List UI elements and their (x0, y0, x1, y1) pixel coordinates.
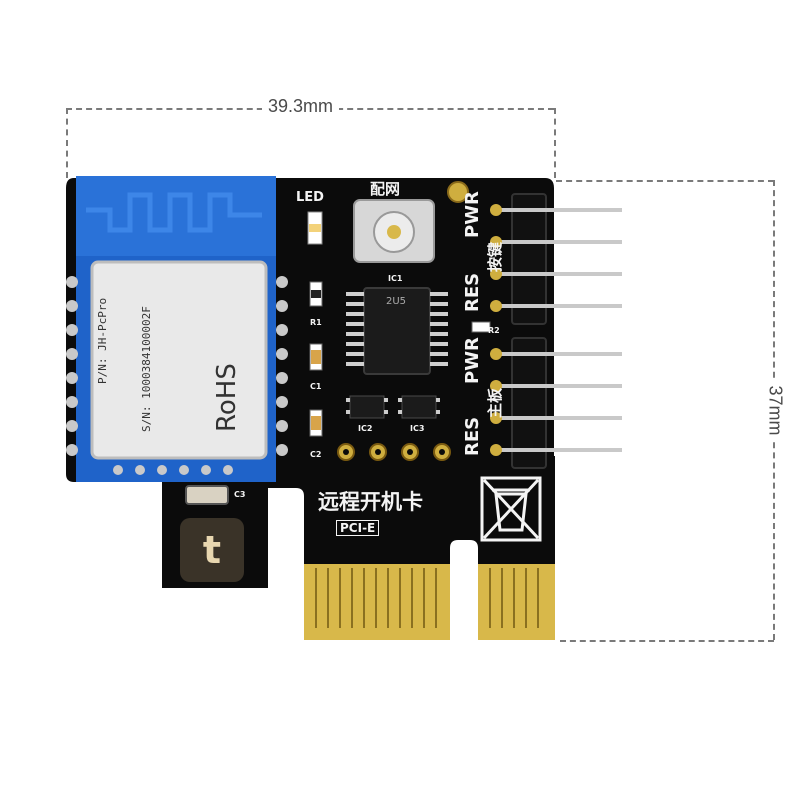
resistor-r2 (471, 321, 491, 333)
card-name-label: 远程开机卡 (318, 489, 423, 514)
silk-header-top-cn: 按键 (486, 241, 504, 272)
interface-label: PCI-E (336, 520, 380, 536)
pin-header-bottom (511, 337, 547, 469)
pcie-edge-connector (304, 564, 555, 640)
module-sn-text: S/N: 1000384100002F (140, 306, 153, 432)
width-dimension-label: 39.3mm (262, 96, 340, 117)
width-dimension-right-tick (554, 108, 556, 178)
silk-c2: C2 (310, 450, 322, 459)
module-pads-left (66, 276, 78, 456)
capacitor-c3 (185, 485, 229, 505)
silk-r2: R2 (488, 326, 500, 335)
ic3-chip (398, 395, 440, 419)
silk-ic3: IC3 (410, 424, 425, 433)
weee-bin-symbol (480, 476, 542, 542)
height-dimension-bottom-line (560, 640, 774, 642)
silk-c1: C1 (310, 382, 322, 391)
silk-header-bottom-res: RES (462, 416, 483, 456)
silk-r1: R1 (310, 318, 322, 327)
silk-header-top-pwr: PWR (462, 191, 483, 238)
module-shield (90, 260, 268, 460)
rohs-label: RoHS (212, 363, 242, 432)
silk-header-bottom-cn: 主板 (486, 387, 504, 418)
silk-header-bottom-pwr: PWR (462, 337, 483, 384)
width-dimension-left-tick (66, 108, 68, 178)
silk-ic1: IC1 (388, 274, 403, 283)
header-pin-bases (490, 204, 502, 456)
silk-led: LED (296, 190, 324, 205)
header-pins (496, 208, 622, 452)
silk-ic2: IC2 (358, 424, 373, 433)
silk-pairing: 配网 (370, 180, 401, 198)
module-pads-right (276, 276, 288, 456)
ic2-chip (346, 395, 388, 419)
ic1-pins-right (430, 292, 448, 366)
gold-finger-gaps (315, 568, 539, 628)
tuya-logo-tile (180, 518, 244, 582)
silk-header-top-res: RES (462, 272, 483, 312)
tuya-logo-icon: t (202, 528, 222, 572)
mounting-hole (447, 181, 469, 203)
ic1-chip (363, 287, 431, 375)
height-dimension-top-line (556, 180, 774, 182)
module-pn-text: P/N: JH-PcPro (96, 297, 109, 384)
ic1-pins-left (346, 292, 364, 366)
module-pads-bottom (113, 465, 233, 475)
silk-c3: C3 (234, 490, 246, 499)
antenna-trace (86, 192, 262, 233)
pin-header-top (511, 193, 547, 325)
chip-marking: 2U5 (386, 296, 407, 307)
